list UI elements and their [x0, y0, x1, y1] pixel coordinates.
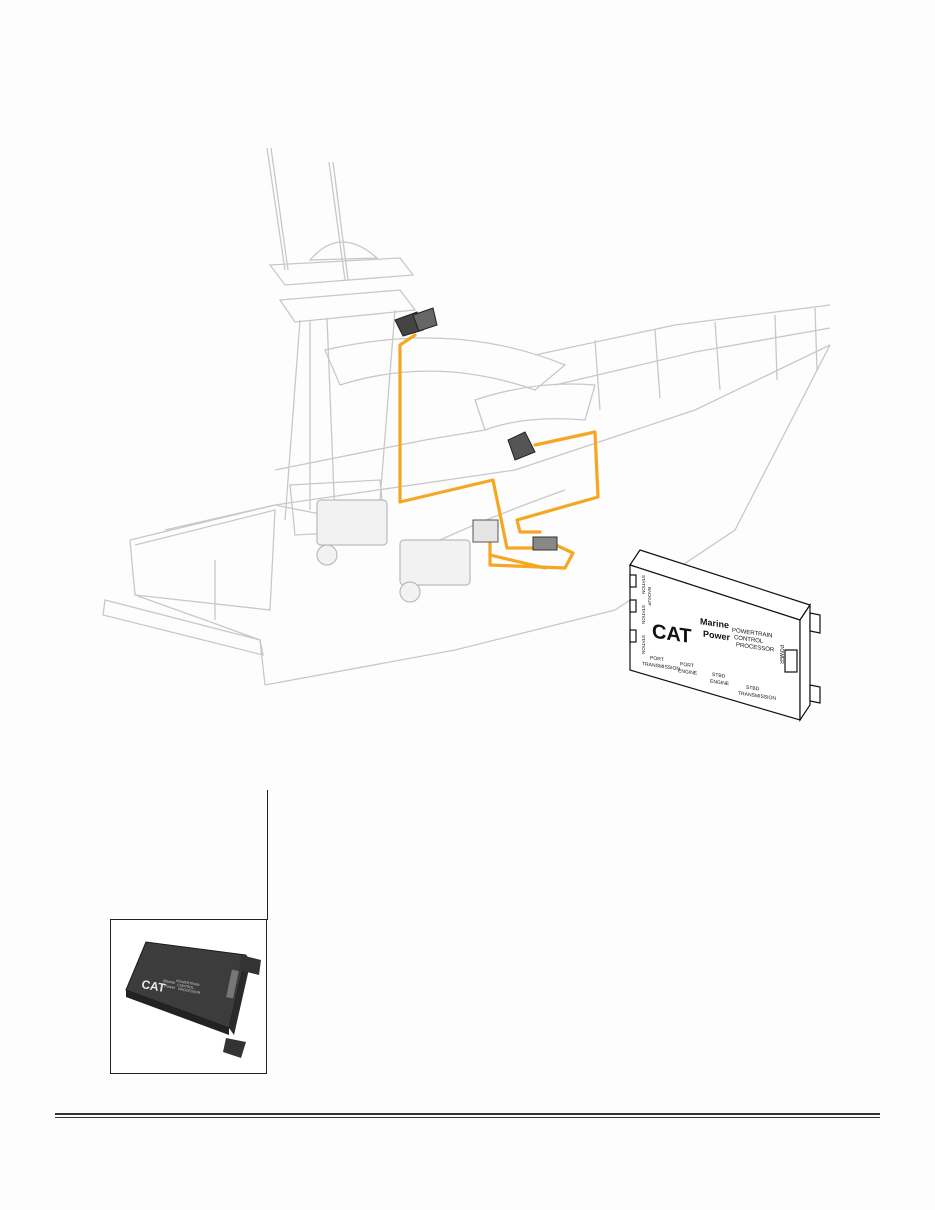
helm-control-icon — [394, 307, 438, 337]
product-line-2: CONTROL — [734, 635, 764, 645]
side-label-4: STATION — [641, 635, 646, 654]
power-label: Power — [703, 629, 730, 643]
processor-line-diagram: CAT Marine Power POWERTRAIN CONTROL PROC… — [629, 549, 821, 722]
svg-text:POWERTRAIN: POWERTRAIN — [176, 979, 200, 987]
product-line-1: POWERTRAIN — [732, 628, 772, 640]
svg-text:TRANSMISSION: TRANSMISSION — [642, 661, 680, 672]
svg-text:CONTROL: CONTROL — [177, 983, 195, 990]
svg-text:PROCESSOR: PROCESSOR — [178, 987, 201, 995]
stbd-engine-label: STBD — [712, 672, 726, 680]
svg-text:ENGINE: ENGINE — [678, 668, 698, 677]
photo-cat-logo: CAT — [140, 977, 167, 995]
product-line-3: PROCESSOR — [736, 642, 775, 653]
footer-rule — [55, 1113, 880, 1115]
svg-text:TRANSMISSION: TRANSMISSION — [738, 691, 776, 702]
column-divider — [267, 790, 268, 920]
svg-text:ENGINE: ENGINE — [710, 679, 730, 688]
stbd-transmission-label: STBD — [746, 685, 760, 693]
side-label-1: STATION — [641, 575, 646, 594]
marine-label: Marine — [700, 616, 729, 630]
side-label-2: BACKUP — [647, 587, 652, 606]
processor-icon — [472, 519, 558, 551]
engine-icon — [316, 499, 471, 603]
svg-text:Power: Power — [164, 983, 177, 990]
port-engine-label: PORT — [680, 661, 694, 669]
cockpit-control-icon — [507, 431, 536, 461]
boat-harness-illustration — [102, 147, 831, 686]
footer-rule-thin — [55, 1117, 880, 1118]
power-port-label: POWER — [778, 645, 784, 664]
boat-outline — [102, 147, 831, 686]
wiring-harness — [398, 333, 600, 570]
processor-photo: CAT Marine Power POWERTRAIN CONTROL PROC… — [110, 919, 267, 1074]
side-label-3: STATION — [641, 605, 646, 624]
port-transmission-label: PORT — [650, 655, 664, 663]
svg-text:Marine: Marine — [163, 978, 177, 985]
